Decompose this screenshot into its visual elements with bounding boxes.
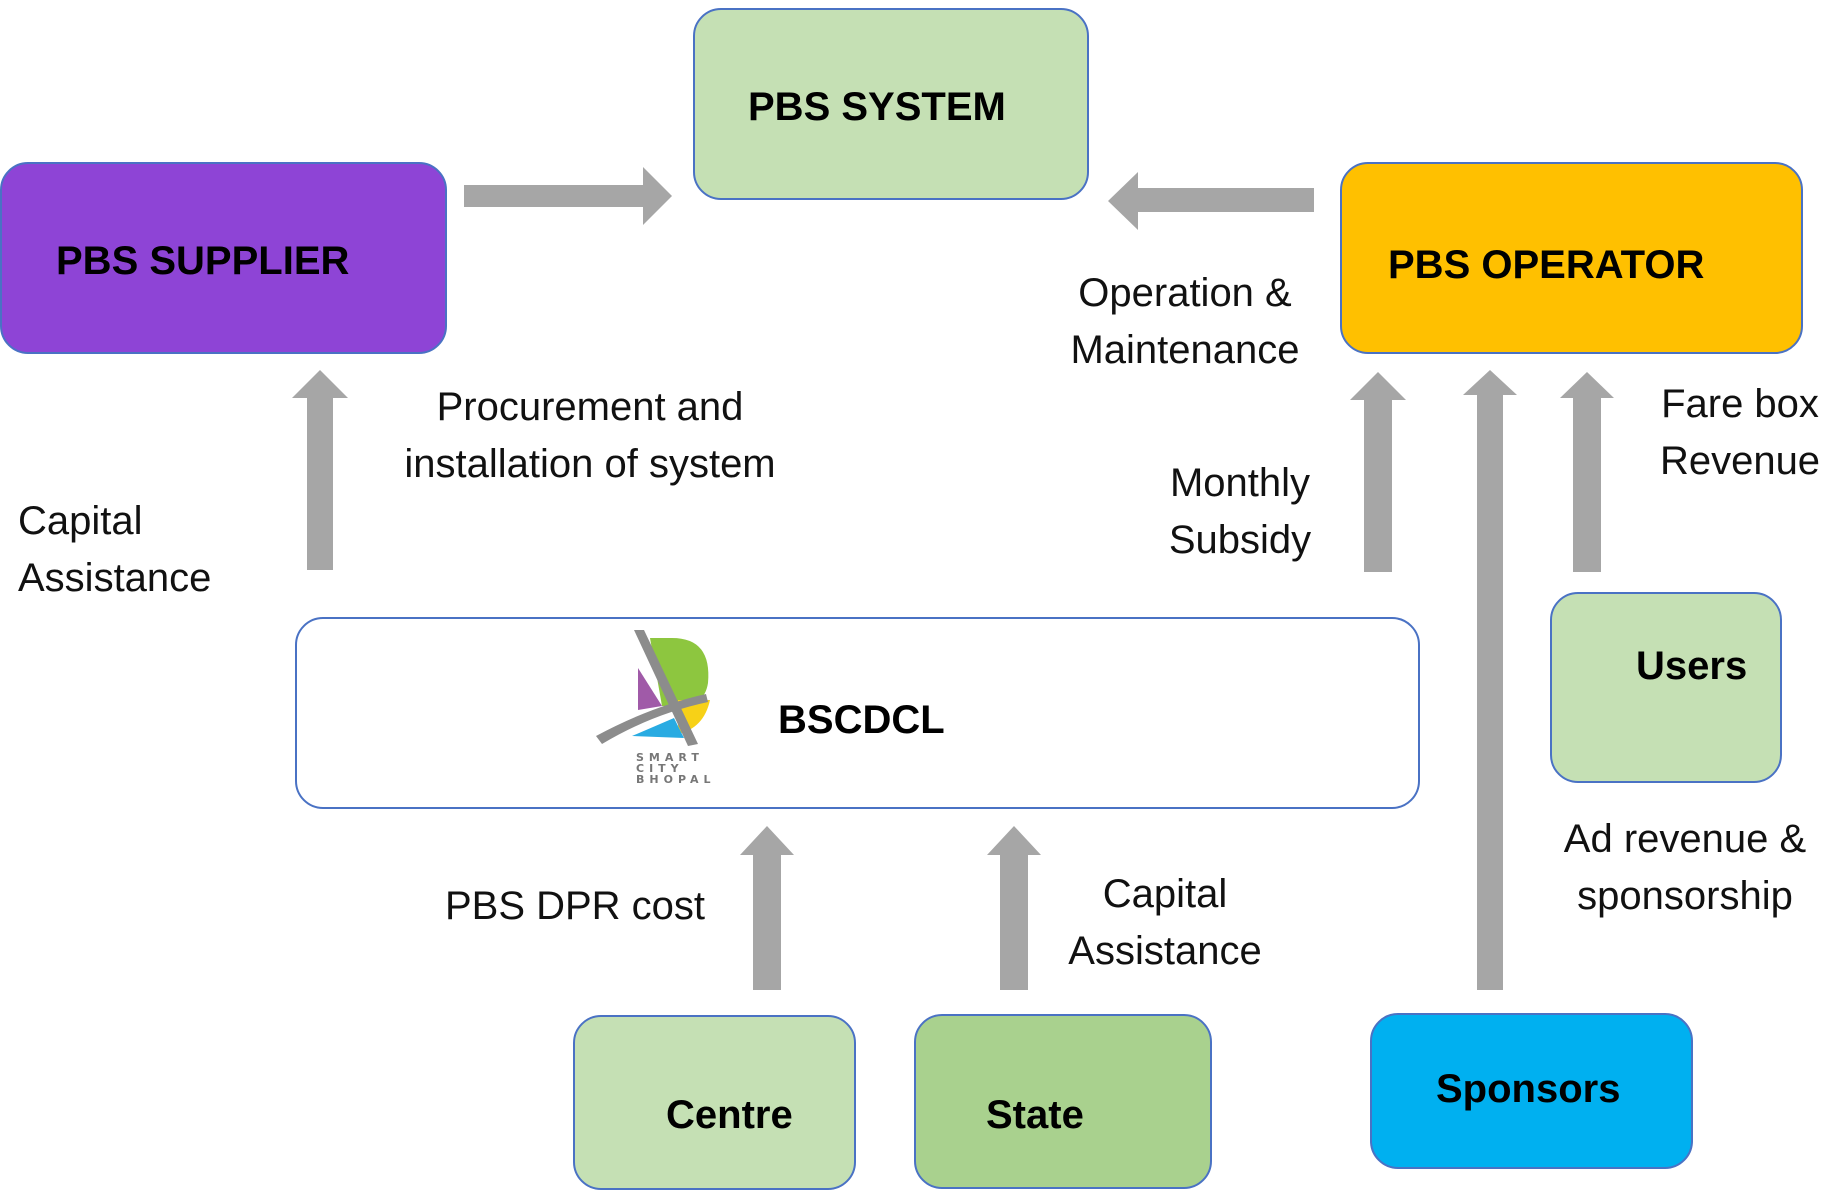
- pbs-supplier-box: PBS SUPPLIER: [0, 162, 447, 354]
- users-box: Users: [1550, 592, 1782, 783]
- arrow-sponsors-to-operator: [1463, 370, 1517, 990]
- label-fare-line2: Revenue: [1659, 439, 1821, 483]
- centre-label: Centre: [666, 1093, 793, 1137]
- label-monthly-subsidy: Monthly Subsidy: [1130, 455, 1350, 569]
- label-capital-left-line2: Assistance: [18, 556, 212, 600]
- centre-box: Centre: [573, 1015, 856, 1190]
- arrow-users-to-operator: [1560, 372, 1614, 572]
- arrow-state-to-bscdcl: [987, 826, 1041, 990]
- label-monthly-line2: Subsidy: [1168, 518, 1312, 562]
- logo-text-smart: SMART: [636, 751, 704, 764]
- label-ad-line1: Ad revenue &: [1563, 817, 1807, 861]
- bscdcl-box: BSCDCL: [295, 617, 1420, 809]
- sponsors-box: Sponsors: [1370, 1013, 1693, 1169]
- label-fare-box-revenue: Fare box Revenue: [1640, 376, 1831, 490]
- sponsors-label: Sponsors: [1436, 1067, 1621, 1111]
- pbs-supplier-label: PBS SUPPLIER: [56, 239, 350, 283]
- logo-text-bhopal: BHOPAL: [636, 773, 716, 786]
- label-operation-line1: Operation &: [1078, 271, 1292, 315]
- state-label: State: [986, 1093, 1084, 1137]
- arrow-centre-to-bscdcl: [740, 826, 794, 990]
- label-capital-assistance-left: Capital Assistance: [18, 493, 211, 607]
- pbs-system-label: PBS SYSTEM: [748, 85, 1006, 129]
- arrow-supplier-to-system: [464, 167, 672, 225]
- logo-mark: [596, 630, 710, 746]
- label-ad-line2: sponsorship: [1577, 874, 1793, 918]
- label-dpr-line1: PBS DPR cost: [444, 884, 706, 928]
- label-procurement-line1: Procurement and: [436, 385, 744, 429]
- label-pbs-dpr-cost: PBS DPR cost: [420, 878, 730, 935]
- label-capital-assistance-state: Capital Assistance: [1045, 866, 1285, 980]
- label-monthly-line1: Monthly: [1169, 461, 1311, 505]
- bscdcl-label: BSCDCL: [778, 698, 945, 742]
- smart-city-bhopal-logo: SMART CITY BHOPAL: [592, 628, 722, 788]
- state-box: State: [914, 1014, 1212, 1189]
- arrow-subsidy-to-operator: [1350, 372, 1406, 572]
- label-procurement-line2: installation of system: [404, 442, 776, 486]
- label-capital-state-line1: Capital: [1102, 872, 1228, 916]
- label-operation-maintenance: Operation & Maintenance: [1040, 265, 1330, 379]
- label-operation-line2: Maintenance: [1070, 328, 1300, 372]
- arrow-bscdcl-to-supplier: [292, 370, 348, 570]
- pbs-operator-box: PBS OPERATOR: [1340, 162, 1803, 354]
- label-capital-left-line1: Capital: [18, 499, 143, 543]
- logo-text-city: CITY: [636, 762, 684, 775]
- label-fare-line1: Fare box: [1661, 382, 1819, 426]
- label-procurement: Procurement and installation of system: [370, 379, 810, 493]
- users-label: Users: [1636, 644, 1748, 688]
- label-ad-revenue: Ad revenue & sponsorship: [1540, 811, 1830, 925]
- arrow-operator-to-system: [1108, 172, 1314, 230]
- pbs-system-box: PBS SYSTEM: [693, 8, 1089, 200]
- label-capital-state-line2: Assistance: [1068, 929, 1262, 973]
- pbs-operator-label: PBS OPERATOR: [1388, 243, 1705, 287]
